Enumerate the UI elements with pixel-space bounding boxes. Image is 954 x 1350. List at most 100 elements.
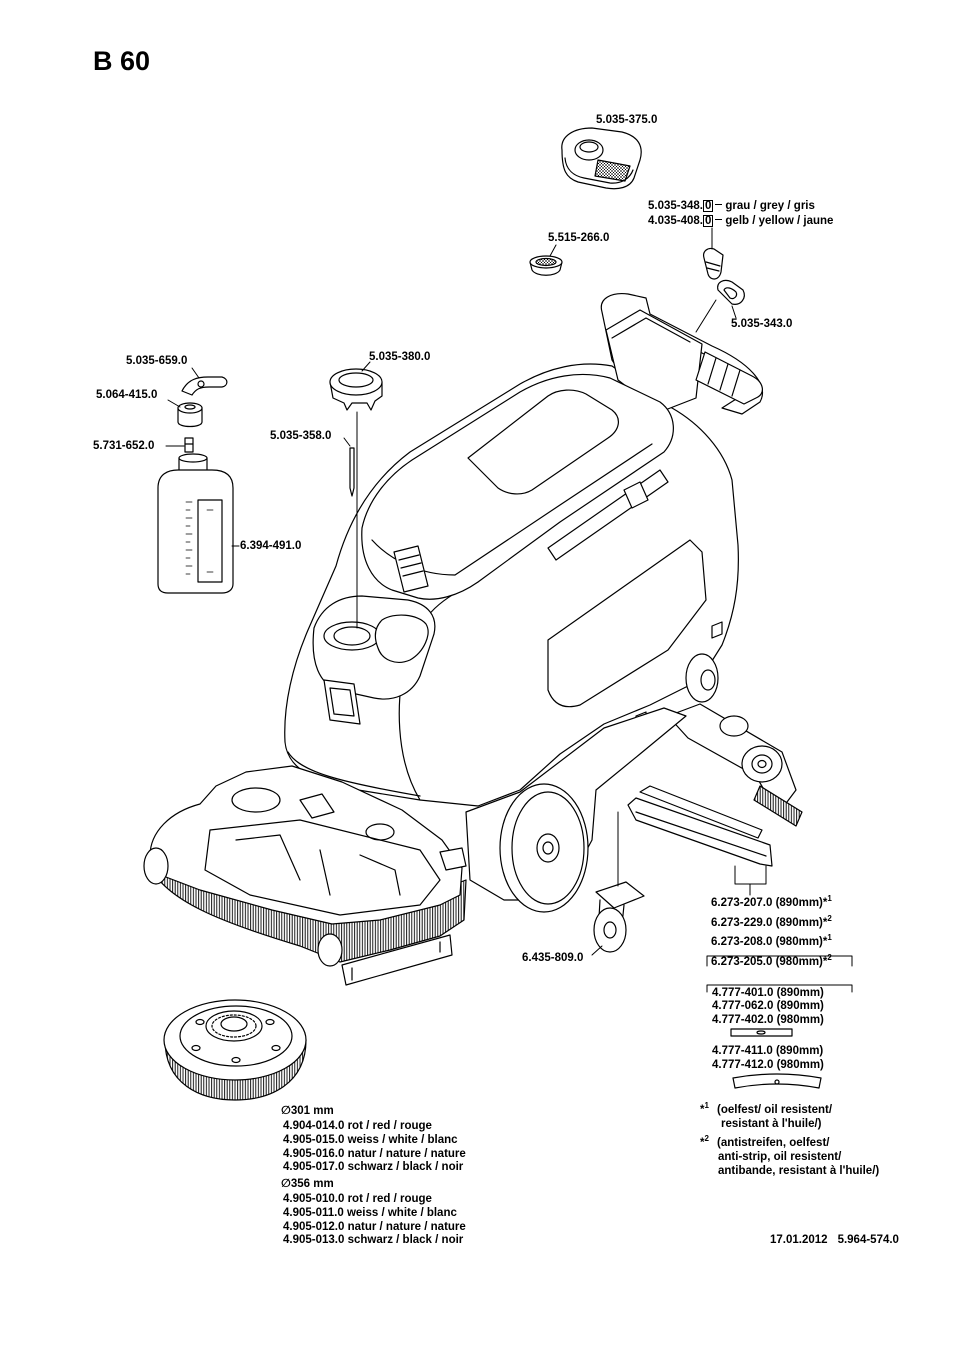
cap-strap <box>181 376 228 396</box>
note-line: anti-strip, oil resistent/ <box>718 1151 842 1163</box>
note-line: resistant à l'huile/) <box>721 1118 822 1130</box>
rear-wheel <box>499 783 589 913</box>
note-number: 2 <box>704 1134 709 1143</box>
callout-tank-cap: 5.035-380.0 <box>369 351 431 363</box>
level-rod <box>349 447 355 497</box>
footer-date: 17.01.2012 <box>770 1234 828 1246</box>
group-bracket <box>706 955 853 967</box>
filter-cap <box>574 139 604 161</box>
note-ref: 2 <box>827 914 832 923</box>
callout-filter-basket: 5.035-375.0 <box>596 114 658 126</box>
callout-level-rod: 5.035-358.0 <box>270 430 332 442</box>
note-ref: 2 <box>827 953 832 962</box>
filter-mesh <box>594 159 631 182</box>
note-2-marker: *2 <box>700 1134 709 1150</box>
brush-item: 4.905-011.0 weiss / white / blanc <box>283 1207 457 1219</box>
note-line: (antistreifen, oelfest/ <box>717 1137 830 1149</box>
part-number: 6.273-208.0 (980mm) <box>711 936 823 948</box>
nozzle <box>184 437 194 453</box>
cup-holder <box>374 614 429 663</box>
note-number: 1 <box>704 1101 709 1110</box>
body-bumper <box>287 751 421 797</box>
note-marker: * <box>822 897 828 909</box>
part-number: 4.035-408. <box>648 215 703 227</box>
squeegee-lip <box>753 785 803 827</box>
boxed-digit: 0 <box>703 200 714 212</box>
hose-connector <box>439 847 467 871</box>
deck-housing <box>149 765 463 925</box>
note-marker: * <box>822 936 828 948</box>
part-number: 6.273-207.0 (890mm) <box>711 897 823 909</box>
callout-key-holder: 5.035-343.0 <box>731 318 793 330</box>
handle <box>600 293 763 415</box>
brush-item: 4.905-012.0 natur / nature / nature <box>283 1221 466 1233</box>
bottle-body <box>157 469 234 594</box>
brush-diameter: ∅301 mm <box>281 1105 334 1117</box>
bottle-graduation <box>185 501 193 575</box>
squeegee-blade-item: 6.273-207.0 (890mm)*1 <box>711 894 832 910</box>
blade-strip-icon <box>730 1028 793 1037</box>
brush-item: 4.905-016.0 natur / nature / nature <box>283 1148 466 1160</box>
squeegee-blade-item: 6.273-208.0 (980mm)*1 <box>711 933 832 949</box>
deck-bracket <box>299 793 335 819</box>
brush-item: 4.905-010.0 rot / red / rouge <box>283 1193 432 1205</box>
bottle-label <box>197 499 223 583</box>
deck-roller-right <box>317 933 343 967</box>
brush-item: 4.905-015.0 weiss / white / blanc <box>283 1134 458 1146</box>
lid <box>361 373 674 600</box>
handle-grip <box>695 351 763 405</box>
squeegee <box>667 703 803 827</box>
deck-port <box>231 787 281 813</box>
tank-opening <box>323 621 381 651</box>
key-holder <box>717 279 745 305</box>
lid-window <box>467 389 619 495</box>
colour-desc: gelb / yellow / jaune <box>725 215 834 227</box>
footer: 17.01.2012 5.964-574.0 <box>770 1233 899 1247</box>
note-marker: * <box>822 917 828 929</box>
callout-bottle-cap: 5.064-415.0 <box>96 389 158 401</box>
deck-roller-left <box>143 847 169 885</box>
sieve-cup <box>529 255 563 276</box>
part-number: 5.035-348. <box>648 200 703 212</box>
callout-nozzle: 5.731-652.0 <box>93 440 155 452</box>
blade-strip-item: 4.777-401.0 (890mm) <box>712 987 824 999</box>
caster-wheel <box>593 881 645 953</box>
callout-strap: 5.035-659.0 <box>126 355 188 367</box>
note-marker: * <box>700 1137 705 1149</box>
colour-desc: grau / grey / gris <box>725 200 815 212</box>
blade-strip-item: 4.777-402.0 (980mm) <box>712 1014 824 1026</box>
bottle-cap <box>177 402 203 428</box>
squeegee-roller <box>719 715 749 737</box>
front-tray <box>312 595 436 725</box>
part-number: 6.273-205.0 (980mm) <box>711 956 823 968</box>
curved-blade-strip-icon <box>732 1073 822 1089</box>
tank-cap <box>329 368 383 411</box>
brush-item: 4.904-014.0 rot / red / rouge <box>283 1120 432 1132</box>
note-ref: 1 <box>827 894 832 903</box>
note-marker: * <box>822 956 828 968</box>
brush-item: 4.905-017.0 schwarz / black / noir <box>283 1161 464 1173</box>
squeegee-blades <box>627 785 773 867</box>
skid-plate <box>341 934 453 986</box>
side-panel-recess <box>547 539 707 708</box>
leader-dash <box>715 219 723 220</box>
leader-dash <box>715 204 723 205</box>
curved-strip-item: 4.777-412.0 (980mm) <box>712 1059 824 1071</box>
side-latch <box>623 481 649 509</box>
callout-sieve-cup: 5.515-266.0 <box>548 232 610 244</box>
callout-bottle: 6.394-491.0 <box>240 540 302 552</box>
note-ref: 1 <box>827 933 832 942</box>
document-number: 5.964-574.0 <box>837 1234 899 1246</box>
callout-switch-grey: 5.035-348.0 grau / grey / gris <box>648 199 815 213</box>
detergent-bottle <box>157 453 234 594</box>
curved-strip-item: 4.777-411.0 (890mm) <box>712 1045 824 1057</box>
side-roller <box>685 653 719 703</box>
part-number: 6.273-229.0 (890mm) <box>711 917 823 929</box>
note-line: (oelfest/ oil resistent/ <box>717 1104 833 1116</box>
leader-lines <box>165 227 767 956</box>
deck-cover <box>204 819 441 916</box>
display-panel <box>323 679 361 725</box>
